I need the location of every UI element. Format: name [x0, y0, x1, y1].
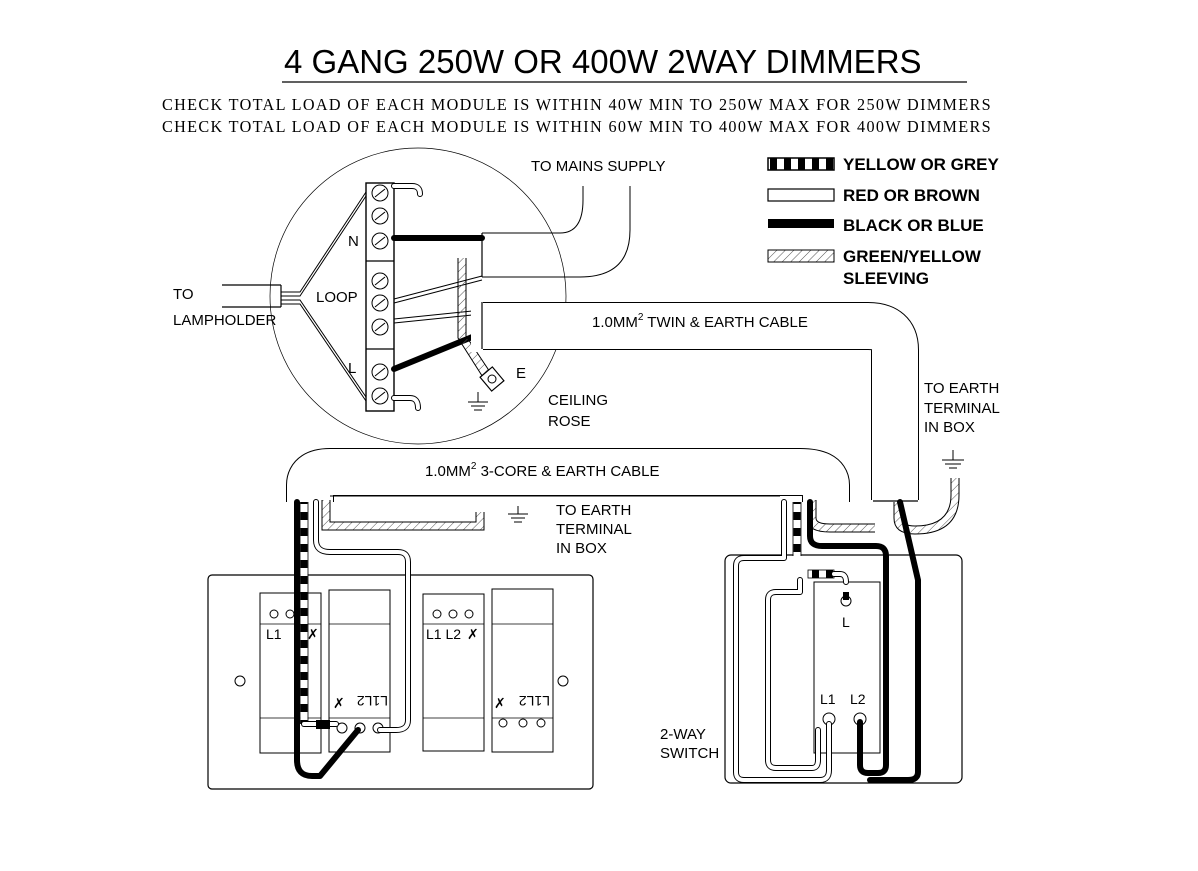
ceiling-rose-label-1: CEILING — [548, 392, 608, 409]
module-1-l1-label: L1 — [266, 626, 282, 642]
module-4-l1l2-label: L1L2 — [519, 693, 550, 709]
legend-swatch-hatched — [767, 249, 835, 263]
legend-item-red-brown: RED OR BROWN — [767, 186, 980, 205]
earth-terminal-left-3: IN BOX — [556, 540, 607, 557]
two-way-label-1: 2-WAY — [660, 726, 706, 743]
earth-screw — [487, 374, 497, 384]
module-2-l1l2-label: L1L2 — [357, 693, 388, 709]
earth-terminal-right-2: TERMINAL — [924, 400, 1000, 417]
switch-plate-outline — [724, 554, 963, 784]
earth-label: E — [516, 365, 526, 382]
earth-symbol-icon — [942, 450, 964, 469]
legend-swatch-striped — [767, 157, 835, 171]
neutral-label: N — [348, 233, 359, 250]
twin-earth-cable: 1.0MM2 TWIN & EARTH CABLE TO EARTH TERMI… — [471, 300, 1000, 535]
terminal-screw-slot — [374, 211, 386, 221]
mains-cable: TO MAINS SUPPLY — [481, 158, 665, 278]
earth-terminal-right-1: TO EARTH — [924, 380, 999, 397]
mains-supply-label: TO MAINS SUPPLY — [531, 158, 665, 175]
loop-label: LOOP — [316, 289, 358, 306]
plate-screw-right — [557, 675, 569, 687]
terminal-screw-slot — [374, 298, 386, 308]
load-note-400w: CHECK TOTAL LOAD OF EACH MODULE IS WITHI… — [162, 117, 992, 136]
lampholder-label: LAMPHOLDER — [173, 312, 277, 329]
two-way-label-2: SWITCH — [660, 745, 719, 762]
cut-symbol-icon: ✗ — [494, 695, 506, 711]
diagram-title: 4 GANG 250W OR 400W 2WAY DIMMERS — [284, 43, 922, 80]
three-core-cable-label: 1.0MM2 3-CORE & EARTH CABLE — [425, 461, 660, 480]
legend-label: BLACK OR BLUE — [843, 216, 984, 235]
terminal-screw-slot — [374, 367, 386, 377]
ceiling-rose: N LOOP L TO LAMPHOLDER E — [173, 147, 608, 445]
legend-swatch-solid — [768, 219, 834, 228]
terminal-screw-slot — [374, 188, 386, 198]
two-way-switch: L L1 L2 2-WAY SWITCH — [660, 499, 963, 784]
earth-terminal-left-2: TERMINAL — [556, 521, 632, 538]
twin-cable-label: 1.0MM2 TWIN & EARTH CABLE — [592, 312, 808, 331]
switch-module — [813, 581, 881, 754]
terminal-screw-slot — [374, 276, 386, 286]
ceiling-rose-label-2: ROSE — [548, 413, 591, 430]
terminal-screw-slot — [374, 391, 386, 401]
ceiling-rose-outline — [269, 147, 567, 445]
cut-symbol-icon: ✗ — [307, 626, 319, 642]
earth-terminal-right-3: IN BOX — [924, 419, 975, 436]
switch-l-label: L — [842, 614, 850, 630]
legend-label: RED OR BROWN — [843, 186, 980, 205]
load-note-250w: CHECK TOTAL LOAD OF EACH MODULE IS WITHI… — [162, 95, 992, 114]
live-label: L — [348, 360, 356, 377]
dimmer-module-3: L1 L2 ✗ — [422, 593, 485, 752]
earth-symbol-icon — [508, 506, 528, 523]
legend-label: YELLOW OR GREY — [843, 155, 1000, 174]
legend-label: GREEN/YELLOW — [843, 247, 982, 266]
legend-item-black-blue: BLACK OR BLUE — [768, 216, 984, 235]
legend-item-yellow-grey: YELLOW OR GREY — [767, 155, 1000, 174]
legend: YELLOW OR GREY RED OR BROWN BLACK OR BLU… — [767, 155, 1000, 288]
legend-label-2: SLEEVING — [843, 269, 929, 288]
to-label: TO — [173, 286, 194, 303]
dimmer-module-4: L1L2 ✗ — [491, 588, 554, 753]
cut-symbol-icon: ✗ — [467, 626, 479, 642]
dimmer-plate: L1 ✗ L1L2 L1 L2 ✗ L1L2 ✗ — [207, 499, 594, 790]
switch-l2-label: L2 — [850, 691, 866, 707]
legend-item-sleeving: GREEN/YELLOW SLEEVING — [767, 247, 982, 288]
earth-terminal-left-1: TO EARTH — [556, 502, 631, 519]
cut-symbol-icon: ✗ — [333, 695, 345, 711]
terminal-screw-slot — [374, 236, 386, 246]
terminal-screw-slot — [374, 322, 386, 332]
three-core-cable: 1.0MM2 3-CORE & EARTH CABLE TO EARTH TER… — [286, 448, 875, 557]
legend-swatch-hollow — [767, 188, 835, 202]
earth-symbol-icon — [468, 392, 488, 411]
switch-l1-label: L1 — [820, 691, 836, 707]
dimmer-plate-outline — [207, 574, 594, 790]
plate-screw-left — [234, 675, 246, 687]
terminal-screws — [371, 184, 389, 405]
module-3-l1l2-label: L1 L2 — [426, 626, 461, 642]
dimmer-module-1: L1 ✗ — [259, 592, 322, 754]
